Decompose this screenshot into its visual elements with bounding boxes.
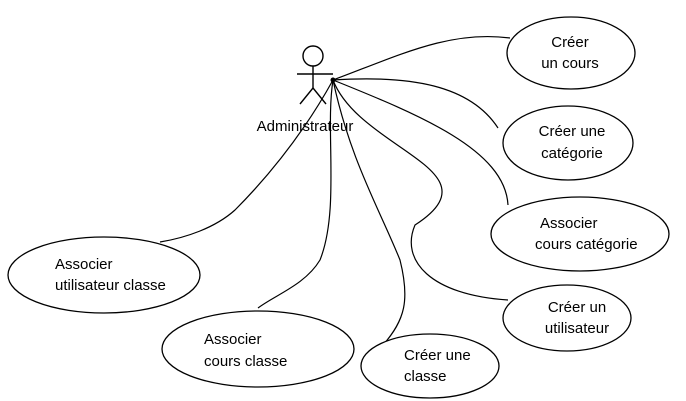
use-case-label-line-1: Associer	[540, 215, 598, 232]
use-case-creer-utilisateur: Créer un utilisateur	[502, 284, 632, 352]
use-case-creer-cours: Créer un cours	[506, 16, 636, 90]
association-creer-categorie	[332, 78, 499, 129]
association-associer-cours-classe	[257, 79, 334, 309]
stick-figure-icon	[297, 45, 336, 105]
association-creer-classe	[332, 79, 406, 346]
use-case-associer-cours-categorie: Associer cours catégorie	[490, 196, 670, 272]
actor: Administrateur	[257, 45, 354, 135]
use-case-ellipse	[360, 333, 500, 399]
use-case-label-line-2: utilisateur	[545, 320, 609, 337]
use-case-label-line-1: Créer	[551, 34, 589, 51]
use-case-label-line-1: Créer un	[548, 299, 606, 316]
use-case-associer-cours-classe: Associer cours classe	[161, 310, 355, 388]
use-case-label-line-2: cours classe	[204, 353, 287, 370]
association-creer-cours	[332, 35, 511, 81]
use-case-creer-classe: Créer une classe	[360, 333, 500, 399]
association-associer-cours-categorie	[332, 79, 509, 206]
use-case-label-line-2: classe	[404, 368, 447, 385]
use-case-creer-categorie: Créer une catégorie	[502, 105, 634, 181]
use-case-label-line-2: catégorie	[541, 145, 603, 162]
use-case-ellipse	[506, 16, 636, 90]
use-case-ellipse	[490, 196, 670, 272]
use-case-ellipse	[161, 310, 355, 388]
actor-label: Administrateur	[257, 118, 354, 135]
use-case-label-line-2: utilisateur classe	[55, 277, 166, 294]
associations	[159, 35, 511, 346]
use-case-label-line-2: un cours	[541, 55, 599, 72]
use-case-associer-utilisateur-classe: Associer utilisateur classe	[7, 236, 201, 314]
use-case-ellipse	[502, 105, 634, 181]
use-case-label-line-1: Associer	[204, 331, 262, 348]
use-case-ellipse	[502, 284, 632, 352]
use-case-ellipse	[7, 236, 201, 314]
use-case-label-line-1: Créer une	[404, 347, 471, 364]
use-case-label-line-1: Associer	[55, 256, 113, 273]
use-case-label-line-2: cours catégorie	[535, 236, 638, 253]
association-creer-utilisateur	[332, 79, 509, 301]
association-associer-utilisateur-classe	[159, 79, 334, 243]
use-case-label-line-1: Créer une	[539, 123, 606, 140]
